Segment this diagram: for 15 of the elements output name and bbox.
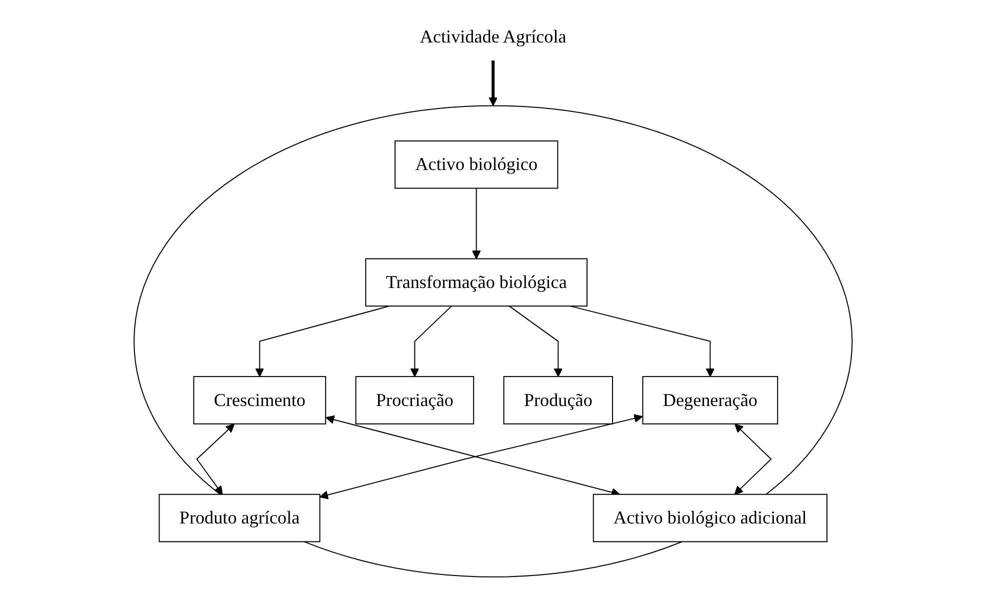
node-box	[394, 140, 558, 189]
node-box	[365, 258, 588, 307]
node-box	[592, 494, 828, 542]
arrow	[488, 60, 498, 106]
arrow	[508, 306, 562, 377]
arrow	[734, 424, 772, 495]
arrow	[472, 188, 481, 260]
node-text: Actividade Agrícola	[420, 26, 566, 46]
node-box	[193, 376, 326, 424]
node-box	[355, 376, 474, 424]
node-box	[158, 494, 320, 542]
arrow	[410, 306, 452, 377]
node-box	[642, 376, 778, 424]
arrow	[196, 424, 234, 495]
node-box	[503, 376, 613, 424]
